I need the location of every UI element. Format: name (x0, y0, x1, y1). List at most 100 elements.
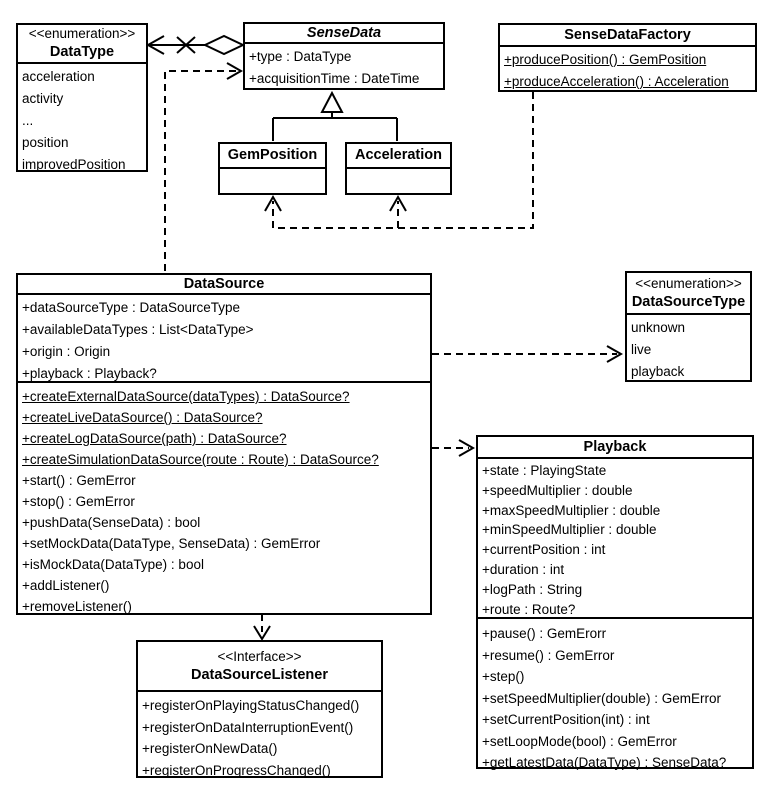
stereotype-label: <<enumeration>> (28, 26, 136, 41)
enum-values-section: acceleration activity... position improvedP… (18, 64, 146, 176)
generalization-sensedata (272, 90, 398, 141)
open-arrowhead (264, 194, 282, 212)
class-name: DataSourceType (631, 293, 746, 310)
member-line: +playback : Playback? (22, 366, 157, 381)
member-line: unknown (631, 320, 686, 335)
class-sensedatafactory: SenseDataFactory +producePosition() : Ge… (498, 23, 757, 92)
member-line: improvedPosition (22, 157, 126, 172)
class-title: Acceleration (347, 144, 450, 169)
member-line: ... (22, 113, 34, 128)
member-line: +setCurrentPosition(int) : int (482, 712, 650, 727)
class-datasourcelistener: <<Interface>> DataSourceListener +regist… (136, 640, 383, 778)
non-navigable-x-icon (176, 36, 196, 54)
class-title: DataSource (18, 275, 430, 295)
class-name: GemPosition (227, 147, 318, 163)
class-title: <<Interface>> DataSourceListener (138, 642, 381, 692)
open-arrowhead (145, 35, 165, 55)
member-line: position (22, 135, 69, 150)
member-line: +isMockData(DataType) : bool (22, 557, 204, 572)
class-title: Playback (478, 437, 752, 459)
member-line: live (631, 342, 652, 357)
attributes-section: +dataSourceType : DataSourceType +availab… (18, 295, 430, 383)
member-line: +step() (482, 669, 525, 684)
member-line: +createSimulationDataSource(route : Rout… (22, 452, 379, 467)
member-line: +pushData(SenseData) : bool (22, 515, 201, 530)
member-line: +currentPosition : int (482, 542, 606, 558)
member-line: +registerOnNewData() (142, 741, 278, 756)
member-line: +getLatestData(DataType) : SenseData? (482, 755, 727, 770)
open-arrowhead (458, 439, 476, 457)
class-gemposition: GemPosition (218, 142, 327, 195)
member-line: +route : Route? (482, 601, 576, 617)
member-line: +setMockData(DataType, SenseData) : GemE… (22, 536, 321, 551)
empty-compartment (220, 169, 325, 193)
member-line: +resume() : GemError (482, 647, 615, 663)
instance-methods-group: +start() : GemError+stop() : GemError+pu… (22, 470, 427, 617)
empty-compartment (347, 169, 450, 193)
class-name: Playback (583, 438, 647, 455)
aggregation-diamond-icon (202, 34, 246, 56)
hollow-triangle-icon (320, 90, 344, 113)
methods-section: +producePosition() : GemPosition +produce… (500, 47, 755, 93)
member-line: +registerOnDataInterruptionEvent() (142, 719, 354, 735)
member-line: +createLogDataSource(path) : DataSource? (22, 431, 287, 446)
member-line: +registerOnProgressChanged() (142, 762, 331, 778)
class-name: SenseData (306, 24, 382, 41)
stereotype-label: <<enumeration>> (635, 275, 742, 291)
member-line: activity (22, 91, 64, 106)
class-name: DataSource (183, 275, 265, 292)
class-name: DataSourceListener (191, 666, 328, 683)
member-line: +removeListener() (22, 599, 132, 614)
class-name: Acceleration (354, 147, 443, 163)
static-methods-group: +createExternalDataSource(dataTypes) : D… (22, 386, 427, 470)
class-playback: Playback +state : PlayingState +speedMult… (476, 435, 754, 770)
class-sensedata: SenseData +type : DataType +acquisitionTi… (243, 22, 445, 90)
member-line: +createLiveDataSource() : DataSource? (22, 410, 263, 425)
member-line: +origin : Origin (22, 344, 111, 359)
member-line: +registerOnPlayingStatusChanged() (142, 698, 360, 713)
class-name: DataType (49, 44, 115, 60)
methods-section: +registerOnPlayingStatusChanged() +regist… (138, 692, 381, 781)
class-datatype: <<enumeration>> DataType acceleration act… (16, 23, 148, 172)
member-line: +setLoopMode(bool) : GemError (482, 733, 677, 749)
member-line: +maxSpeedMultiplier : double (482, 502, 661, 518)
methods-section: +createExternalDataSource(dataTypes) : D… (18, 383, 430, 617)
member-line: +pause() : GemErorr (482, 626, 607, 641)
class-datasource: DataSource +dataSourceType : DataSourceT… (16, 273, 432, 615)
member-line: +duration : int (482, 561, 565, 577)
member-line: +setSpeedMultiplier(double) : GemError (482, 690, 721, 706)
open-arrowhead (253, 625, 271, 641)
member-line: +type : DataType (249, 49, 352, 64)
stereotype-label: <<Interface>> (217, 648, 302, 664)
attributes-section: +type : DataType +acquisitionTime : DateT… (245, 44, 443, 90)
open-arrowhead (389, 194, 407, 212)
member-line: +producePosition() : GemPosition (504, 52, 707, 67)
member-line: +addListener() (22, 578, 110, 593)
member-line: +minSpeedMultiplier : double (482, 522, 657, 538)
member-line: +state : PlayingState (482, 463, 607, 478)
class-title: SenseDataFactory (500, 25, 755, 47)
class-title: <<enumeration>> DataSourceType (627, 273, 750, 315)
methods-section: +pause() : GemErorr +resume() : GemError +… (478, 619, 752, 774)
member-line: +availableDataTypes : List<DataType> (22, 322, 254, 337)
class-name: SenseDataFactory (564, 26, 691, 43)
member-line: +acquisitionTime : DateTime (249, 71, 420, 86)
member-line: acceleration (22, 69, 95, 84)
open-arrowhead (226, 62, 244, 80)
class-title: <<enumeration>> DataType (18, 25, 146, 64)
class-title: GemPosition (220, 144, 325, 169)
class-datasourcetype: <<enumeration>> DataSourceType unknown li… (625, 271, 752, 382)
member-line: +stop() : GemError (22, 494, 135, 509)
association-sensedata-datatype (145, 34, 246, 56)
member-line: +speedMultiplier : double (482, 482, 633, 498)
member-line: +logPath : String (482, 581, 583, 597)
class-acceleration: Acceleration (345, 142, 452, 195)
open-arrowhead (606, 345, 624, 363)
member-line: +dataSourceType : DataSourceType (22, 300, 241, 315)
class-title: SenseData (245, 24, 443, 44)
member-line: playback (631, 364, 685, 379)
member-line: +produceAcceleration() : Acceleration (504, 74, 729, 89)
member-line: +createExternalDataSource(dataTypes) : D… (22, 389, 350, 404)
attributes-section: +state : PlayingState +speedMultiplier : … (478, 459, 752, 619)
